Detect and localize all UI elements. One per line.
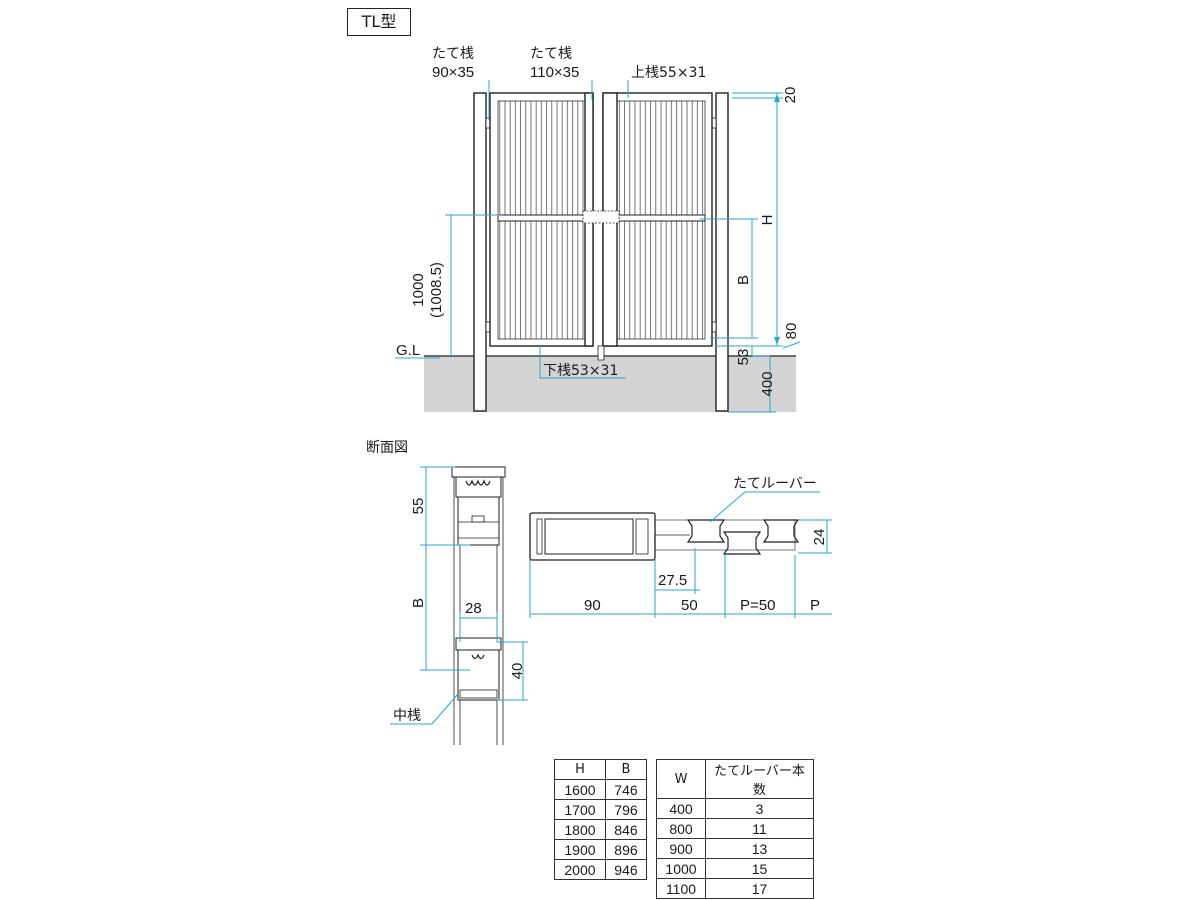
section-dim-B: B (410, 598, 427, 608)
louver-left-upper (497, 100, 586, 216)
cell-count: 11 (705, 818, 814, 839)
section-dim-P50: P=50 (740, 597, 775, 614)
dim-B: B (735, 275, 752, 285)
dim-80: 80 (783, 323, 800, 340)
mid-rail-left (497, 214, 586, 222)
horizontal-section: たてルーバー 24 27.5 90 50 P=50 P (529, 476, 832, 618)
section-dim-50: 50 (681, 597, 698, 614)
height-primary-dim: 1000 (410, 273, 427, 306)
header-H: H (554, 759, 606, 780)
stile-center-label-1: たて桟 (530, 46, 572, 62)
top-rail-label: 上桟55×31 (631, 65, 706, 81)
section-dim-24: 24 (811, 529, 828, 546)
post-left (473, 92, 487, 412)
stile-center-label-2: 110×35 (530, 64, 579, 81)
model-label-box: TL型 (347, 8, 411, 36)
section-dim-55: 55 (410, 498, 427, 515)
section-dim-40: 40 (509, 663, 526, 680)
cell-b: 846 (604, 819, 648, 840)
height-secondary-dim: (1008.5) (428, 262, 445, 318)
vertical-section: 55 B 28 40 中桟 (390, 466, 528, 745)
cell-b: 946 (604, 859, 648, 880)
header-louver-count: たてルーバー本数 (705, 759, 814, 799)
cell-count: 13 (705, 838, 814, 859)
model-label: TL型 (361, 12, 397, 31)
dim-top-20: 20 (782, 87, 799, 104)
cell-count: 3 (705, 798, 814, 819)
ground-label: G.L (396, 342, 420, 359)
cell-count: 17 (705, 878, 814, 899)
section-title: 断面図 (366, 440, 408, 456)
cell-h: 1900 (554, 839, 606, 860)
mid-rail-right (616, 214, 706, 222)
cell-b: 746 (604, 779, 648, 800)
post-right (715, 92, 729, 412)
dim-H: H (759, 215, 776, 226)
stile-left-label-1: たて桟 (432, 46, 474, 62)
cell-w: 900 (656, 838, 706, 859)
table-header-row: W たてルーバー本数 (656, 759, 814, 799)
cell-b: 896 (604, 839, 648, 860)
cell-w: 400 (656, 798, 706, 819)
louver-left-lower (497, 220, 586, 340)
header-B: B (604, 759, 648, 780)
cell-w: 1000 (656, 858, 706, 879)
gate-elevation: たて桟 90×35 たて桟 110×35 上桟55×31 下桟53×31 G.L… (395, 46, 801, 413)
section-dim-27-5: 27.5 (658, 572, 687, 589)
section-dim-28: 28 (465, 600, 482, 617)
cell-h: 1600 (554, 779, 606, 800)
stile-left-label-2: 90×35 (432, 64, 474, 81)
bottom-rail-label: 下桟53×31 (543, 363, 618, 379)
louver-label: たてルーバー (733, 476, 817, 492)
cell-w: 1100 (656, 878, 706, 899)
mid-rail-label: 中桟 (393, 708, 421, 724)
louver-right-lower (616, 220, 706, 340)
cell-h: 1800 (554, 819, 606, 840)
header-W: W (656, 759, 706, 799)
cell-h: 1700 (554, 799, 606, 820)
louver-right-upper (616, 100, 706, 216)
section-dim-90: 90 (584, 597, 601, 614)
cell-h: 2000 (554, 859, 606, 880)
section-dim-P: P (810, 597, 820, 614)
cell-w: 800 (656, 818, 706, 839)
latch (582, 210, 620, 224)
table-header-row: H B (554, 759, 648, 780)
cell-count: 15 (705, 858, 814, 879)
cell-b: 796 (604, 799, 648, 820)
dim-53: 53 (735, 349, 752, 366)
dim-400: 400 (759, 371, 776, 396)
drop-rod (597, 345, 605, 361)
